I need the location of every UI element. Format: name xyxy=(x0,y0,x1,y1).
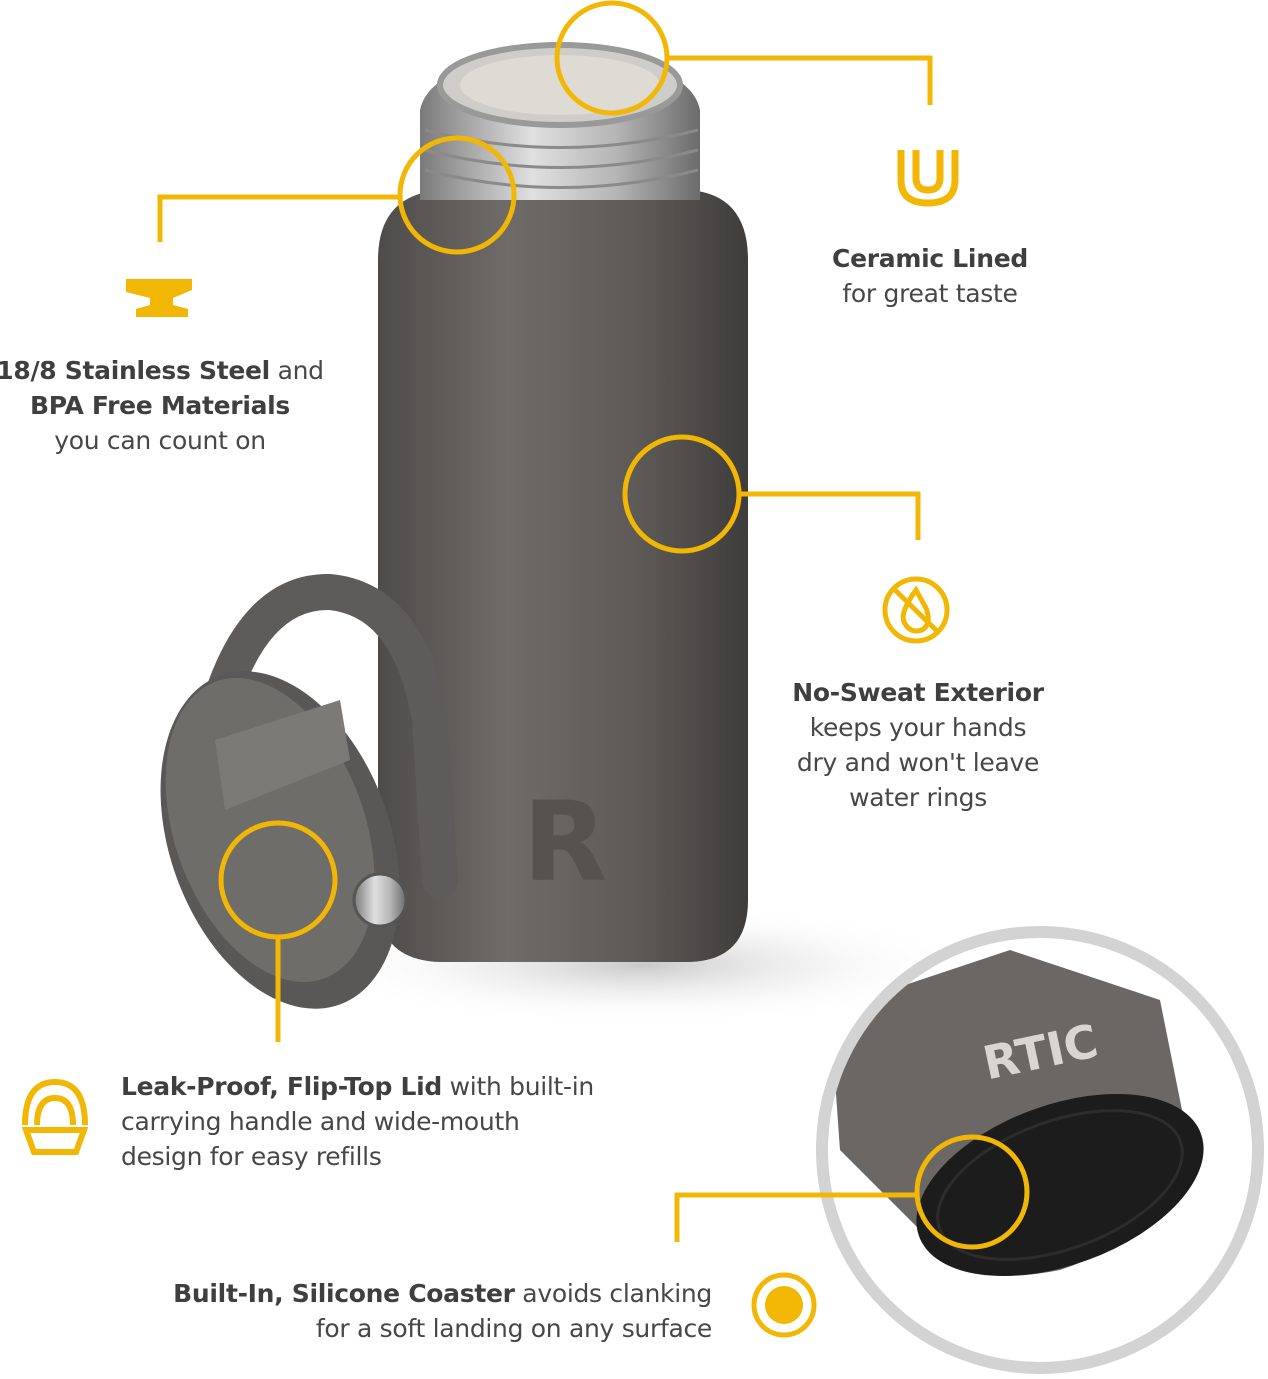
feature-title: 18/8 Stainless Steel xyxy=(0,356,270,385)
feature-desc: for great taste xyxy=(842,279,1018,308)
feature-desc: for a soft landing on any surface xyxy=(315,1314,712,1343)
feature-desc: design for easy refills xyxy=(121,1142,382,1171)
feature-desc: carrying handle and wide-mouth xyxy=(121,1107,520,1136)
feature-stainless-steel: 18/8 Stainless Steel and BPA Free Materi… xyxy=(0,353,340,458)
embossed-r-logo: R xyxy=(523,778,608,906)
lid-icon xyxy=(21,1078,89,1155)
feature-desc: water rings xyxy=(849,783,987,812)
feature-desc: dry and won't leave xyxy=(796,748,1040,777)
feature-title-2: BPA Free Materials xyxy=(29,391,291,420)
anvil-icon xyxy=(126,279,192,317)
feature-ceramic-lined: Ceramic Lined for great taste xyxy=(780,241,1080,311)
coaster-icon xyxy=(751,1272,817,1338)
feature-title: Ceramic Lined xyxy=(832,244,1028,273)
callout-circle-coaster xyxy=(914,1134,1030,1250)
feature-flip-top-lid: Leak-Proof, Flip-Top Lid with built-in c… xyxy=(121,1069,641,1174)
feature-desc: and xyxy=(269,356,324,385)
feature-title: No-Sweat Exterior xyxy=(792,678,1044,707)
feature-desc: keeps your hands xyxy=(809,713,1027,742)
feature-desc: you can count on xyxy=(54,426,266,455)
no-drop-icon xyxy=(882,576,950,644)
feature-no-sweat: No-Sweat Exterior keeps your hands dry a… xyxy=(768,675,1068,815)
coaster-closeup: RTIC xyxy=(816,926,1264,1374)
u-liner-icon xyxy=(897,150,959,207)
flip-top-lid xyxy=(160,574,458,1009)
callouts xyxy=(157,0,1030,1250)
feature-title: Built-In, Silicone Coaster xyxy=(173,1279,515,1308)
feature-title: Leak-Proof, Flip-Top Lid xyxy=(121,1072,442,1101)
bottle: R xyxy=(378,42,748,962)
feature-desc: avoids clanking xyxy=(514,1279,712,1308)
feature-silicone-coaster: Built-In, Silicone Coaster avoids clanki… xyxy=(112,1276,712,1346)
feature-desc: with built-in xyxy=(442,1072,595,1101)
